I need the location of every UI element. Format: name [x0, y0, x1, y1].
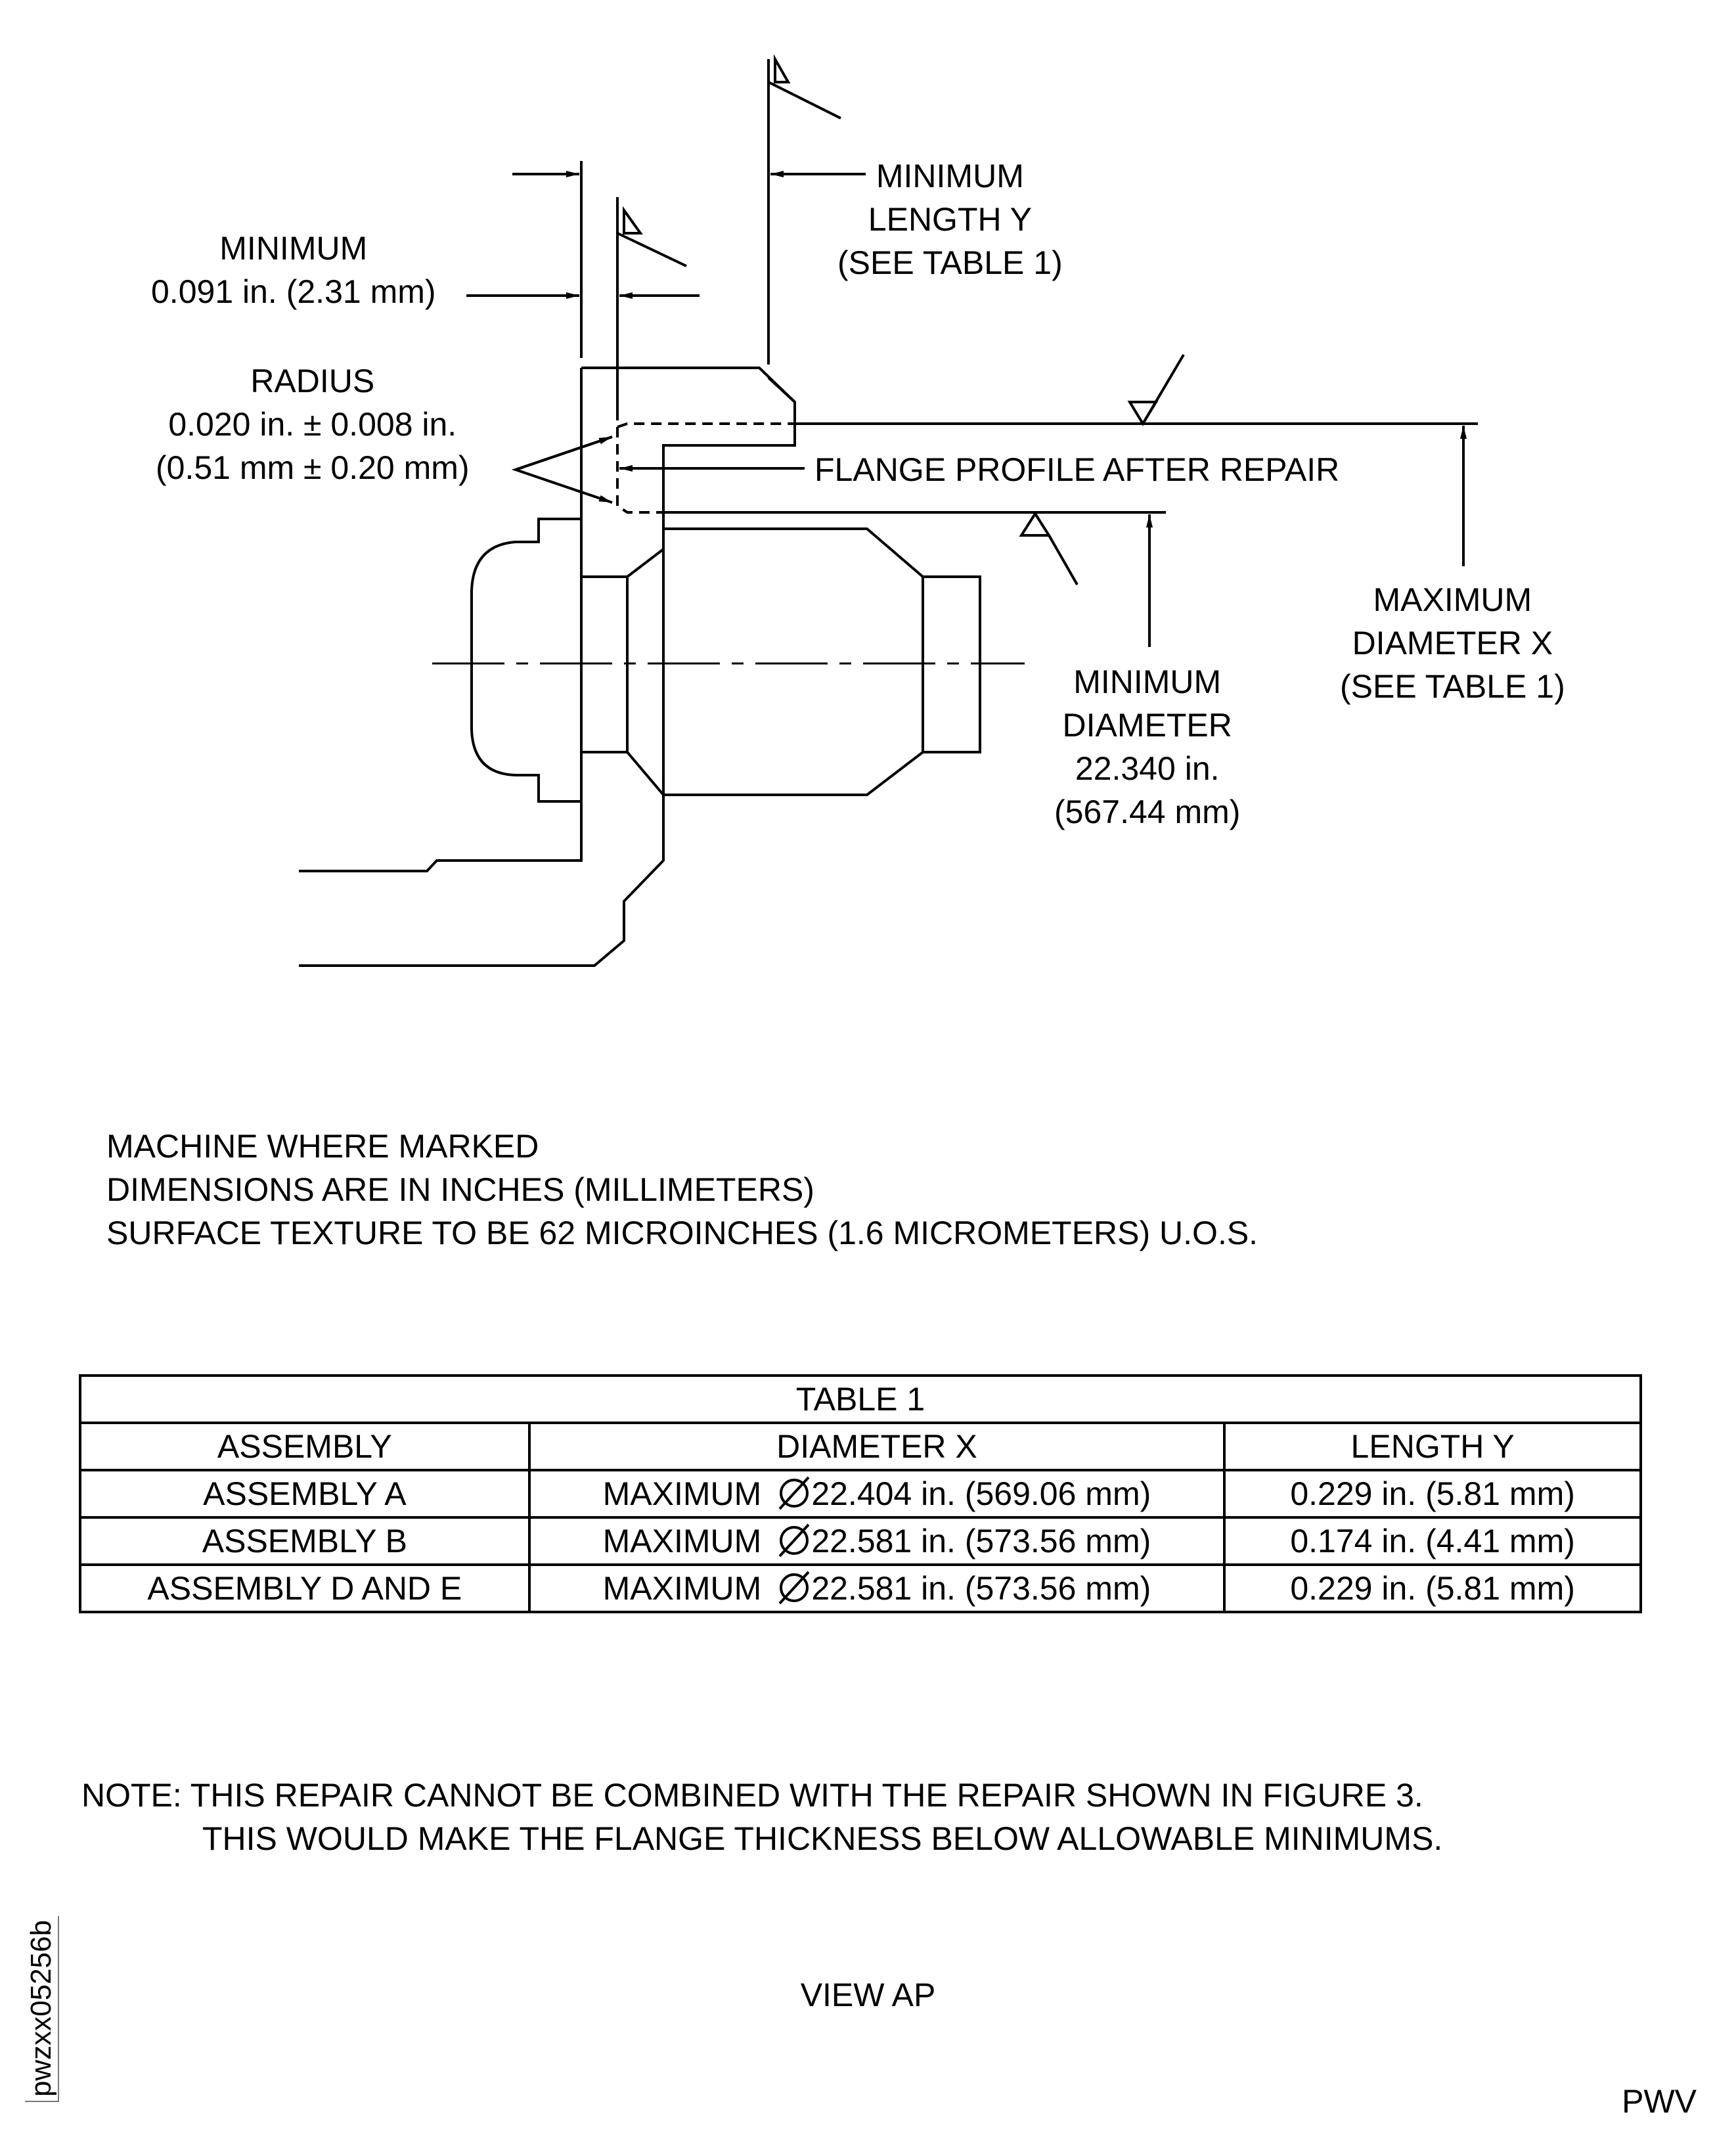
length-cell: 0.229 in. (5.81 mm)	[1223, 1563, 1642, 1613]
min-diameter-line-3: 22.340 in.	[1075, 750, 1220, 787]
machine-symbol-2	[616, 206, 687, 267]
assembly-cell: ASSEMBLY B	[79, 1516, 531, 1566]
radius-label: RADIUS 0.020 in. ± 0.008 in. (0.51 mm ± …	[156, 359, 470, 489]
machine-symbol-3	[1127, 353, 1185, 426]
general-notes: MACHINE WHERE MARKED DIMENSIONS ARE IN I…	[106, 1125, 1258, 1255]
header-diameter-x: DIAMETER X	[527, 1422, 1226, 1471]
min-length-y-line-3: (SEE TABLE 1)	[837, 244, 1063, 281]
min-thickness-line-2: 0.091 in. (2.31 mm)	[151, 273, 436, 310]
diameter-symbol-icon	[777, 1571, 811, 1605]
header-assembly: ASSEMBLY	[79, 1422, 531, 1471]
min-length-y-line-1: MINIMUM	[876, 158, 1024, 194]
nut	[663, 527, 981, 796]
diameter-cell: MAXIMUM 22.404 in. (569.06 mm)	[527, 1469, 1226, 1519]
machine-symbol-4	[1019, 511, 1079, 585]
diameter-symbol-icon	[777, 1476, 811, 1510]
min-thickness-label: MINIMUM 0.091 in. (2.31 mm)	[151, 227, 436, 313]
machine-symbol-1	[767, 54, 841, 120]
min-diameter-line-4: (567.44 mm)	[1054, 794, 1241, 830]
header-length-y: LENGTH Y	[1223, 1422, 1642, 1471]
note-line-2: THIS WOULD MAKE THE FLANGE THICKNESS BEL…	[202, 1820, 1443, 1857]
note-machine-marked: MACHINE WHERE MARKED	[106, 1128, 539, 1165]
diameter-value: 22.581 in. (573.56 mm)	[811, 1523, 1151, 1559]
drawing-code: pwzxx05256b	[25, 1915, 59, 2102]
table-title: TABLE 1	[79, 1374, 1642, 1424]
diameter-prefix: MAXIMUM	[602, 1523, 762, 1559]
radius-line-3: (0.51 mm ± 0.20 mm)	[156, 449, 470, 486]
diameter-value: 22.581 in. (573.56 mm)	[811, 1570, 1151, 1607]
diameter-value: 22.404 in. (569.06 mm)	[811, 1475, 1151, 1512]
corner-mark: PWV	[1622, 2083, 1697, 2120]
length-cell: 0.174 in. (4.41 mm)	[1223, 1516, 1642, 1566]
note-line-1: THIS REPAIR CANNOT BE COMBINED WITH THE …	[190, 1777, 1423, 1814]
min-diameter-line-1: MINIMUM	[1073, 663, 1222, 700]
diameter-prefix: MAXIMUM	[602, 1570, 762, 1607]
radius-line-2: 0.020 in. ± 0.008 in.	[168, 406, 457, 443]
flange-left-face	[299, 368, 583, 872]
min-length-y-line-2: LENGTH Y	[868, 201, 1032, 238]
repair-profile-dashed	[616, 422, 795, 514]
diameter-prefix: MAXIMUM	[602, 1475, 762, 1512]
min-length-y-label: MINIMUM LENGTH Y (SEE TABLE 1)	[837, 154, 1063, 284]
table-row: ASSEMBLY D AND E MAXIMUM 22.581 in. (573.…	[79, 1563, 1642, 1613]
note-surface-texture: SURFACE TEXTURE TO BE 62 MICROINCHES (1.…	[106, 1215, 1258, 1251]
length-cell: 0.229 in. (5.81 mm)	[1223, 1469, 1642, 1519]
assembly-cell: ASSEMBLY D AND E	[79, 1563, 531, 1613]
flange-repair-drawing	[299, 54, 1478, 967]
radius-line-1: RADIUS	[250, 363, 375, 399]
note-prefix: NOTE:	[81, 1777, 182, 1814]
max-diameter-x-label: MAXIMUM DIAMETER X (SEE TABLE 1)	[1340, 578, 1565, 708]
min-diameter-label: MINIMUM DIAMETER 22.340 in. (567.44 mm)	[1054, 660, 1240, 834]
view-title: VIEW AP	[800, 1977, 936, 2013]
assembly-cell: ASSEMBLY A	[79, 1469, 531, 1519]
min-thickness-line-1: MINIMUM	[219, 230, 368, 267]
diameter-cell: MAXIMUM 22.581 in. (573.56 mm)	[527, 1563, 1226, 1613]
max-diameter-line-3: (SEE TABLE 1)	[1340, 668, 1565, 705]
diameter-cell: MAXIMUM 22.581 in. (573.56 mm)	[527, 1516, 1226, 1566]
min-diameter-line-2: DIAMETER	[1062, 707, 1232, 744]
radius-leader	[511, 436, 613, 504]
max-diameter-line-1: MAXIMUM	[1373, 581, 1532, 618]
flange-profile-label: FLANGE PROFILE AFTER REPAIR	[814, 451, 1340, 488]
diameter-symbol-icon	[777, 1523, 811, 1557]
flange-chamfer	[767, 376, 796, 403]
max-diameter-line-2: DIAMETER X	[1352, 625, 1553, 661]
table-row: ASSEMBLY B MAXIMUM 22.581 in. (573.56 mm)…	[79, 1516, 1642, 1566]
table-1: TABLE 1 ASSEMBLY DIAMETER X LENGTH Y ASS…	[79, 1374, 1642, 1613]
repair-note: NOTE: THIS REPAIR CANNOT BE COMBINED WIT…	[81, 1774, 1442, 1860]
table-row: ASSEMBLY A MAXIMUM 22.404 in. (569.06 mm)…	[79, 1469, 1642, 1519]
bolt-head	[470, 518, 581, 803]
note-dimensions-units: DIMENSIONS ARE IN INCHES (MILLIMETERS)	[106, 1171, 814, 1208]
bolt-shank	[581, 546, 665, 799]
